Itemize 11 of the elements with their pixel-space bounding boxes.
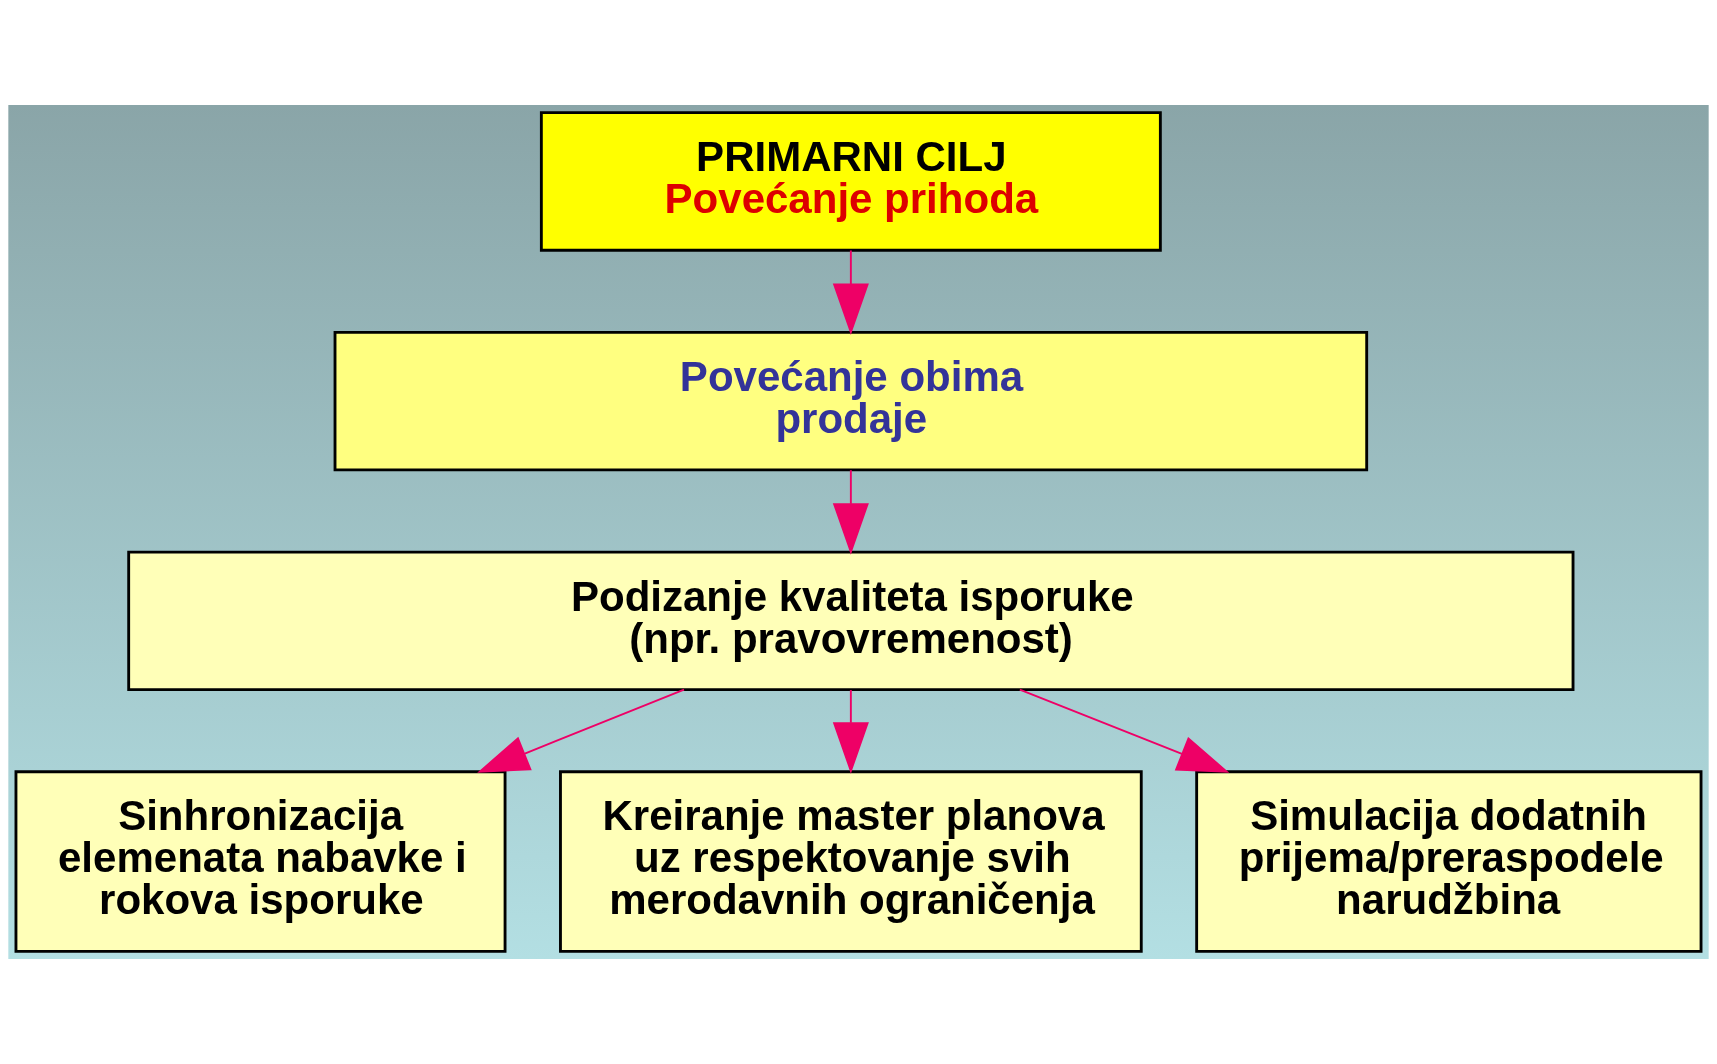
- arrow: [1018, 688, 1230, 773]
- arrow: [832, 689, 869, 774]
- node-box: Podizanje kvaliteta isporuke (npr. pravovremenost): [127, 550, 1575, 692]
- node-box: Povećanje obima prodaje: [333, 330, 1369, 472]
- node-box: PRIMARNI CILJ Povećanje prihoda: [539, 111, 1162, 252]
- node-box: Sinhronizacija elemenata nabavke i rokova isporuke: [14, 770, 507, 953]
- arrow: [832, 249, 869, 336]
- node-box: Simulacija dodatnih prijema/preraspodele narudžbina: [1195, 770, 1703, 953]
- arrow: [477, 688, 685, 773]
- node-box: Kreiranje master planova uz respektovanje svih merodavnih ograničenja: [559, 770, 1143, 953]
- arrow: [832, 469, 869, 555]
